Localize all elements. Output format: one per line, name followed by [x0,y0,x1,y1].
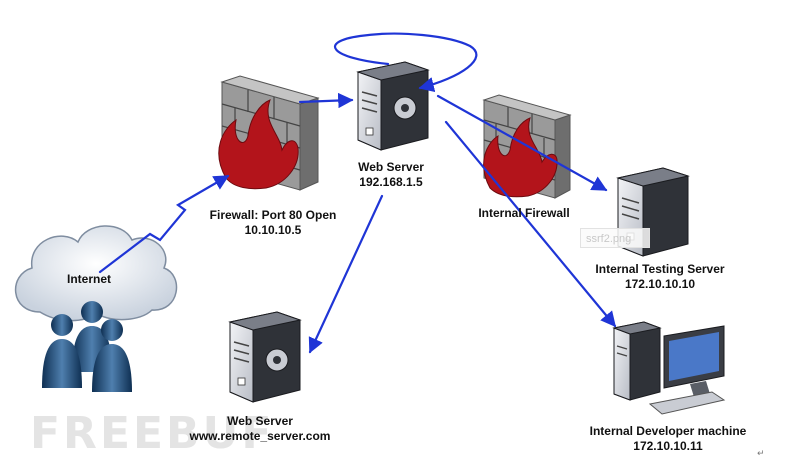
web-server-main-label: Web Server 192.168.1.5 [358,160,424,190]
arrow-webserver-loop [334,32,478,93]
remote-server-label: Web Server www.remote_server.com [190,414,331,444]
arrow-firewall-to-webserver [298,92,354,109]
testing-server-ip: 172.10.10.10 [624,277,696,291]
arrow-internet-to-firewall [98,174,230,274]
firewall-name: Firewall: Port 80 Open [209,208,337,222]
developer-machine-label: Internal Developer machine 172.10.10.11 [590,424,747,454]
internal-firewall-icon [482,94,572,199]
developer-machine-name: Internal Developer machine [589,424,747,438]
remote-server-icon [228,311,302,403]
web-server-main-ip: 192.168.1.5 [359,175,423,189]
arrow-webserver-to-developer-machine [444,120,617,328]
web-server-main-icon [356,61,430,151]
remote-server-host: www.remote_server.com [189,429,331,443]
internet-cloud-icon [15,225,178,322]
arrow-webserver-to-remote-server [308,194,384,354]
overlay-filename: ssrf2.png [580,228,650,248]
firewall-ip: 10.10.10.5 [244,223,302,237]
remote-server-name: Web Server [227,414,293,428]
arrow-webserver-to-testing-server [436,94,608,192]
testing-server-label: Internal Testing Server 172.10.10.10 [595,262,724,292]
developer-machine-ip: 172.10.10.11 [633,439,703,453]
firewall-label: Firewall: Port 80 Open 10.10.10.5 [210,208,337,238]
watermark-text: FREEBUF [30,408,275,459]
connections [98,32,617,354]
testing-server-name: Internal Testing Server [595,262,725,276]
paragraph-mark: ↵ [757,448,765,458]
users-group-icon [42,301,132,392]
internal-firewall-label: Internal Firewall [478,206,570,220]
web-server-main-name: Web Server [358,160,424,174]
firewall-icon [218,75,320,191]
developer-machine-icon [612,321,726,415]
internet-label: Internet [66,272,112,286]
